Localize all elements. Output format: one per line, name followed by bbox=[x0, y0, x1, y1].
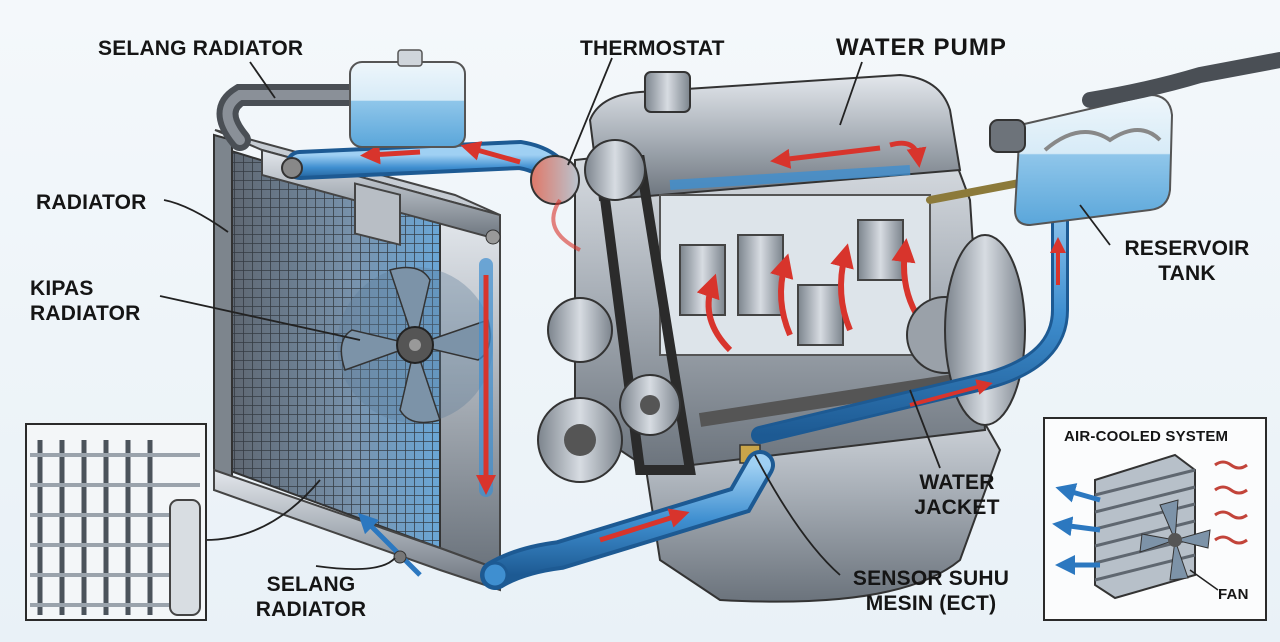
reservoir-tank bbox=[989, 52, 1280, 227]
engine-block bbox=[530, 71, 1026, 603]
heat-wave-icons bbox=[1214, 460, 1248, 545]
inset-fan-label: FAN bbox=[1218, 586, 1249, 603]
radiator-assembly bbox=[213, 129, 501, 592]
label-radiator: RADIATOR bbox=[36, 191, 147, 214]
radiator-fan-icon bbox=[337, 266, 493, 424]
inset-fan-icon bbox=[1139, 499, 1211, 581]
label-thermostat: THERMOSTAT bbox=[580, 37, 725, 60]
finned-block-icon bbox=[1094, 453, 1196, 600]
label-water-jacket: WATER JACKET bbox=[914, 471, 1000, 519]
label-selang-radiator-bottom: SELANG RADIATOR bbox=[255, 573, 367, 621]
label-kipas-radiator: KIPAS RADIATOR bbox=[30, 277, 141, 325]
inset-title: AIR-COOLED SYSTEM bbox=[1064, 428, 1229, 445]
overflow-bottle bbox=[349, 49, 466, 148]
radiator-fin-detail bbox=[25, 423, 207, 621]
label-reservoir-tank: RESERVOIR TANK bbox=[1124, 237, 1250, 285]
leader-lines bbox=[159, 57, 1111, 576]
cool-air-arrows bbox=[1052, 483, 1101, 575]
label-water-pump: WATER PUMP bbox=[836, 34, 1007, 61]
label-sensor-suhu-ect: SENSOR SUHU MESIN (ECT) bbox=[852, 567, 1010, 615]
air-cooled-inset bbox=[1043, 417, 1267, 621]
thermostat-housing bbox=[530, 155, 580, 205]
lower-radiator-hose bbox=[480, 450, 775, 590]
label-selang-radiator-top: SELANG RADIATOR bbox=[98, 37, 304, 60]
